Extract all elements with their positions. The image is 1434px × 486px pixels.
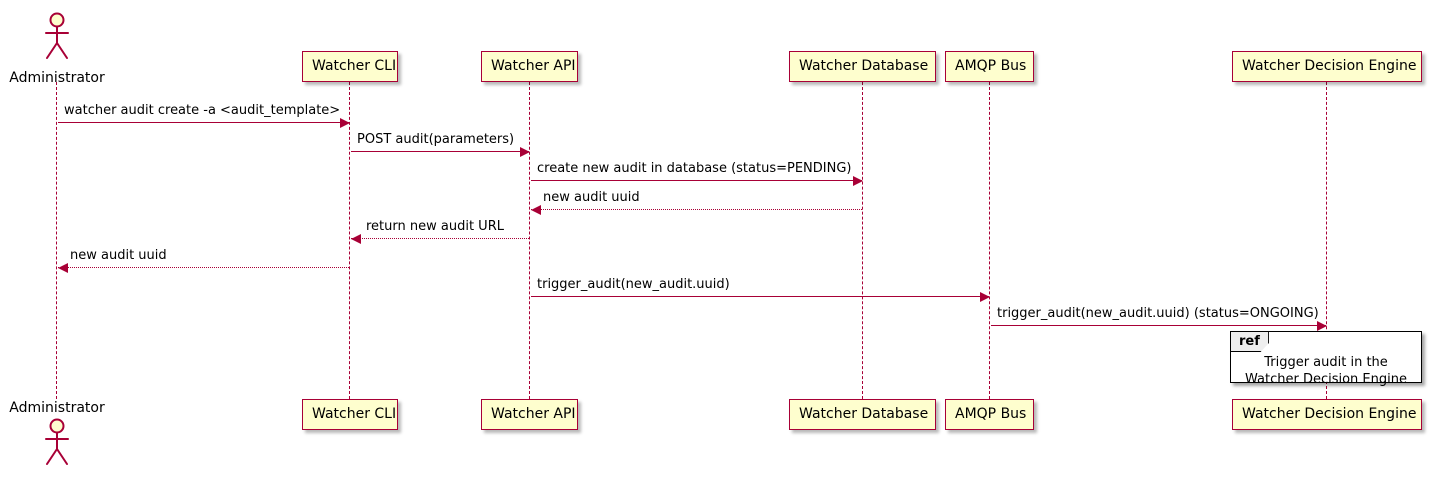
message-arrowhead-6 [58,263,68,273]
message-label-1: watcher audit create -a <audit_template> [64,103,341,118]
message-line-3 [531,180,862,181]
participant-box-amqp-bottom[interactable]: AMQP Bus [945,399,1034,430]
message-line-6 [58,267,349,268]
lifeline-amqp [989,82,991,399]
fragment-body-line-1: Trigger audit in the [1264,355,1388,370]
participant-box-api-top[interactable]: Watcher API [481,51,578,82]
message-arrowhead-3 [853,176,863,186]
message-line-4 [531,209,862,210]
message-arrowhead-8 [1317,321,1327,331]
lifeline-engine [1326,82,1328,399]
message-label-5: return new audit URL [366,219,504,234]
message-arrowhead-4 [531,205,541,215]
message-arrowhead-2 [520,147,530,157]
participant-box-cli-bottom[interactable]: Watcher CLI [302,399,398,430]
message-line-5 [351,238,529,239]
message-arrowhead-7 [980,292,990,302]
participant-box-db-bottom[interactable]: Watcher Database [789,399,936,430]
message-line-8 [991,325,1326,326]
lifeline-admin [56,82,58,399]
fragment-tab-label: ref [1231,332,1269,352]
message-line-7 [531,296,989,297]
participant-box-api-bottom[interactable]: Watcher API [481,399,578,430]
message-arrowhead-1 [340,118,350,128]
actor-label-admin: Administrator [9,70,105,86]
message-line-1 [58,122,349,123]
lifeline-api [529,82,531,399]
participant-box-db-top[interactable]: Watcher Database [789,51,936,82]
message-arrowhead-5 [351,234,361,244]
participant-box-engine-top[interactable]: Watcher Decision Engine [1232,51,1422,82]
actor-figure-admin [40,12,74,64]
actor-label-admin: Administrator [9,400,105,416]
actor-stick-figure-icon [45,418,69,465]
actor-stick-figure-icon [45,12,69,59]
message-label-4: new audit uuid [543,190,640,205]
message-line-2 [351,151,529,152]
message-label-8: trigger_audit(new_audit.uuid) (status=ON… [997,306,1319,321]
actor-figure-admin [40,418,74,470]
message-label-7: trigger_audit(new_audit.uuid) [537,277,730,292]
message-label-3: create new audit in database (status=PEN… [537,161,852,176]
message-label-6: new audit uuid [70,248,167,263]
participant-box-amqp-top[interactable]: AMQP Bus [945,51,1034,82]
lifeline-cli [349,82,351,399]
participant-box-engine-bottom[interactable]: Watcher Decision Engine [1232,399,1422,430]
lifeline-db [862,82,864,399]
message-label-2: POST audit(parameters) [357,132,515,147]
fragment-body-line-2: Watcher Decision Engine [1245,372,1407,387]
participant-box-cli-top[interactable]: Watcher CLI [302,51,398,82]
